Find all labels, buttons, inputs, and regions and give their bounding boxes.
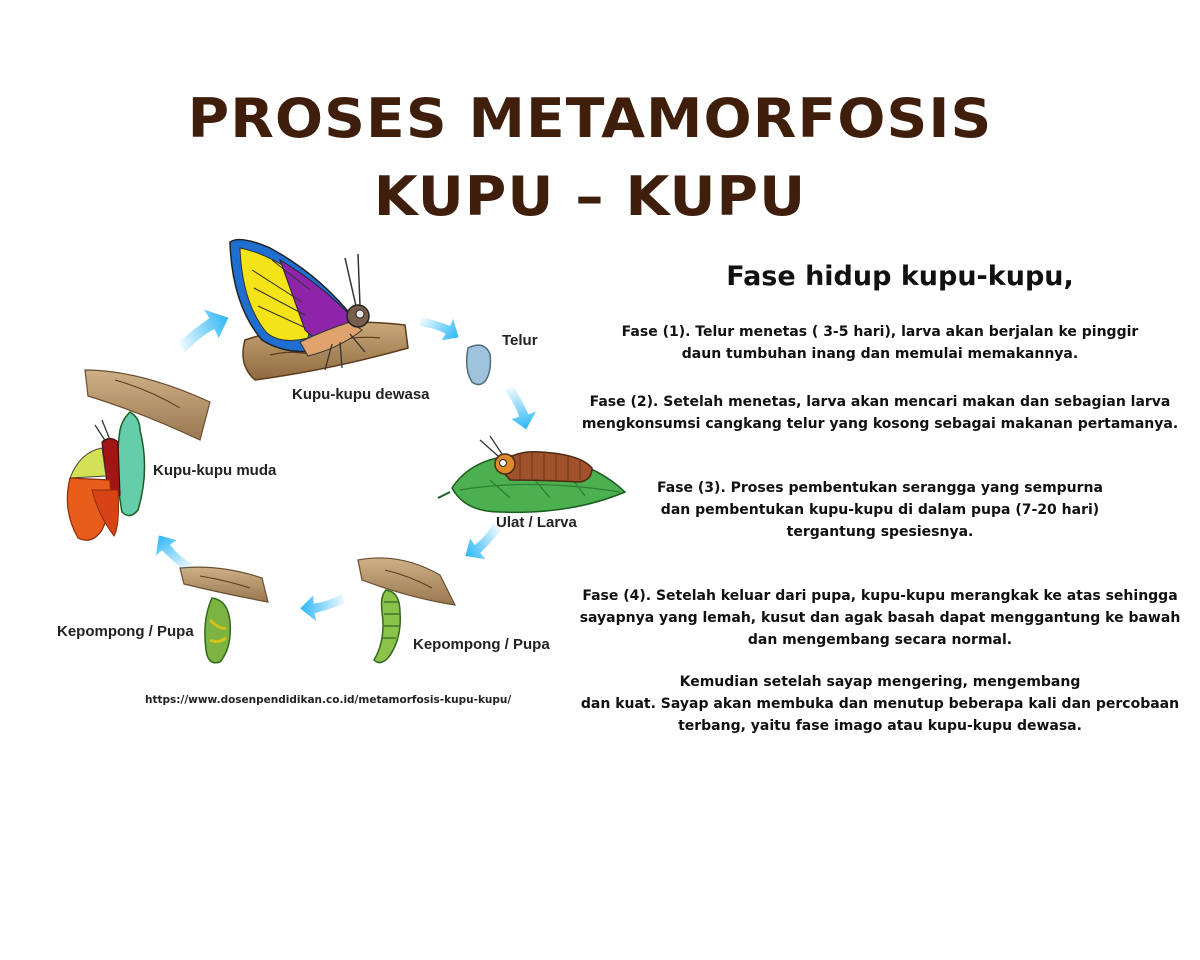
- imago-phase-text: Kemudian setelah sayap mengering, mengem…: [580, 674, 1180, 734]
- larva-on-leaf-icon: [437, 435, 627, 514]
- phase-2-text: Fase (2). Setelah menetas, larva akan me…: [581, 394, 1179, 432]
- young-butterfly-icon: [66, 369, 211, 541]
- egg-icon: [465, 344, 492, 386]
- cycle-arrow-icon: [504, 383, 539, 432]
- cycle-arrow-icon: [416, 303, 466, 349]
- info-panel: Fase hidup kupu-kupu, Fase (1). Telur me…: [575, 255, 1185, 737]
- title-line-1: PROSES METAMORFOSIS: [187, 87, 993, 150]
- stage-label-pupa-late: Kepompong / Pupa: [57, 623, 194, 640]
- source-url: https://www.dosenpendidikan.co.id/metamo…: [145, 694, 512, 706]
- early-pupa-icon: [357, 557, 457, 664]
- adult-butterfly-icon: [229, 238, 409, 381]
- life-cycle-diagram: Kupu-kupu dewasa Telur Ulat / Larva Kepo…: [40, 230, 640, 690]
- life-cycle-illustration: [66, 238, 627, 664]
- stage-label-pupa-early: Kepompong / Pupa: [413, 636, 550, 653]
- stage-label-larva: Ulat / Larva: [496, 514, 577, 531]
- phase-4-text: Fase (4). Setelah keluar dari pupa, kupu…: [579, 588, 1181, 648]
- stage-label-adult: Kupu-kupu dewasa: [292, 386, 430, 403]
- cycle-arrow-icon: [300, 594, 345, 622]
- phase-3-text: Fase (3). Proses pembentukan serangga ya…: [657, 480, 1103, 540]
- stage-label-egg: Telur: [502, 332, 538, 349]
- title-line-2: KUPU – KUPU: [373, 165, 807, 228]
- phase-1-text: Fase (1). Telur menetas ( 3-5 hari), lar…: [621, 324, 1139, 362]
- stage-label-young-butterfly: Kupu-kupu muda: [153, 462, 277, 479]
- cycle-arrow-icon: [170, 302, 235, 354]
- late-pupa-icon: [179, 566, 269, 664]
- info-heading: Fase hidup kupu-kupu,: [726, 261, 1074, 292]
- page-title: PROSES METAMORFOSIS KUPU – KUPU: [0, 80, 1180, 236]
